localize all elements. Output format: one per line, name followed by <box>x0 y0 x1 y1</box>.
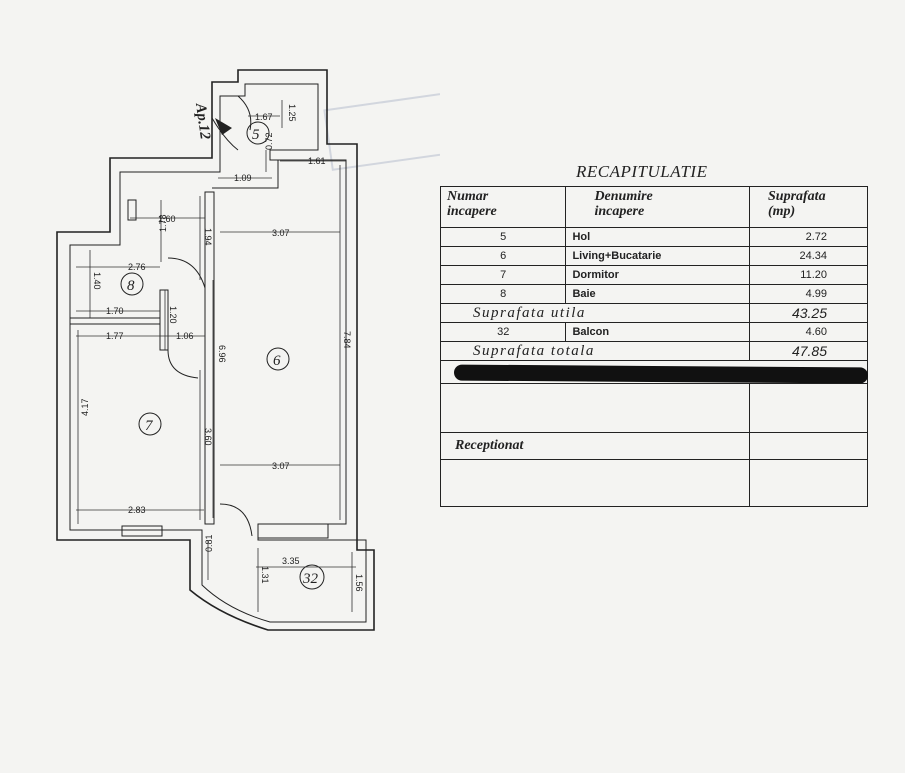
dim-dormitor-side: 3.60 <box>203 428 213 446</box>
balcon-name: Balcon <box>565 322 750 342</box>
recap-table: Numar incapere Denumire incapere Suprafa… <box>439 186 868 507</box>
header-denumire-incapere: incapere <box>594 204 645 219</box>
blank-row <box>440 459 868 507</box>
receptionat-row: Receptionat <box>440 432 868 460</box>
dim-baie-side-height: 1.94 <box>203 228 213 246</box>
balcon-row: 32 Balcon 4.60 <box>439 322 868 342</box>
dim-hol-height: 1.25 <box>287 104 297 122</box>
room-number-dormitor: 7 <box>145 418 154 434</box>
stamp-watermark <box>323 74 440 171</box>
balcon-door-arc <box>219 503 253 537</box>
redaction-bar <box>453 364 869 384</box>
entry-door-arc <box>211 95 252 151</box>
dim-balcon-side: 1.56 <box>354 574 364 592</box>
apartment-label: Ap.12 <box>192 101 213 141</box>
table-row: 8 Baie 4.99 <box>439 284 868 304</box>
dim-dormitor-width: 2.83 <box>128 505 146 515</box>
dim-living-top: 1.61 <box>308 156 326 166</box>
room-number-hol: 5 <box>252 127 260 143</box>
room-number-baie: 8 <box>127 278 135 294</box>
table-row: 5 Hol 2.72 <box>439 227 868 247</box>
dim-baie-upper-height: 1.78 <box>158 214 168 232</box>
outer-wall <box>56 69 375 631</box>
dim-hol-step: 0.72 <box>264 132 274 150</box>
total-label: Suprafata totala <box>440 341 750 361</box>
room-number-balcon: 32 <box>302 571 319 587</box>
dim-balcon-step: 0.81 <box>204 534 214 552</box>
header-numar: Numar <box>447 189 489 204</box>
recap-header-row: Numar incapere Denumire incapere Suprafa… <box>439 186 868 228</box>
dim-living-height: 7.84 <box>342 331 352 349</box>
util-value: 43.25 <box>749 303 868 323</box>
row-nr: 7 <box>439 265 567 285</box>
baie-dormitor-wall <box>69 317 161 325</box>
room-number-living: 6 <box>273 353 281 369</box>
dormitor-door-arc <box>167 349 199 379</box>
dim-entry-width: 1.09 <box>234 173 252 183</box>
balcon-nr: 32 <box>439 322 567 342</box>
header-suprafata-unit: (mp) <box>768 204 796 219</box>
dim-living-width-bottom: 3.07 <box>272 461 290 471</box>
dim-corridor-width: 1.06 <box>176 331 194 341</box>
recap-title: RECAPITULATIE <box>576 162 708 181</box>
blank-row <box>440 383 868 433</box>
row-name: Baie <box>565 284 750 304</box>
partition-wall <box>204 191 215 525</box>
dim-balcon-height: 1.31 <box>260 566 270 584</box>
total-row: Suprafata totala 47.85 <box>440 341 868 361</box>
row-area: 11.20 <box>749 265 868 285</box>
balcon-area: 4.60 <box>749 322 868 342</box>
table-row: 7 Dormitor 11.20 <box>439 265 868 285</box>
floor-plan: Ap.12 5 6 7 8 32 1.67 1.25 0.72 1.09 1.6… <box>56 69 440 631</box>
dim-corridor-height: 1.20 <box>168 306 178 324</box>
receptionat-label: Receptionat <box>440 432 750 460</box>
row-nr: 6 <box>439 246 567 266</box>
row-nr: 8 <box>439 284 567 304</box>
dim-living-mid-height: 6.96 <box>217 345 227 363</box>
dim-baie-width: 2.76 <box>128 262 146 272</box>
dim-dormitor-top-width: 1.77 <box>106 331 124 341</box>
entry-wall <box>212 160 279 189</box>
dim-baie-bottom-width: 1.70 <box>106 306 124 316</box>
dim-dormitor-height: 4.17 <box>80 398 90 416</box>
total-value: 47.85 <box>749 341 868 361</box>
header-denumire: Denumire <box>594 189 653 204</box>
row-name: Hol <box>565 227 750 247</box>
baie-door-arc <box>167 257 206 289</box>
dim-living-width-top: 3.07 <box>272 228 290 238</box>
table-row: 6 Living+Bucatarie 24.34 <box>439 246 868 266</box>
row-area: 2.72 <box>749 227 868 247</box>
dormitor-window <box>121 525 163 537</box>
entry-arrow-icon <box>215 118 232 135</box>
dim-balcon-width: 3.35 <box>282 556 300 566</box>
row-nr: 5 <box>439 227 567 247</box>
dim-baie-top-width: 1.60 <box>158 214 176 224</box>
row-name: Living+Bucatarie <box>565 246 750 266</box>
dim-hol-width: 1.67 <box>255 112 273 122</box>
util-label: Suprafata utila <box>440 303 750 323</box>
inner-wall <box>69 83 367 623</box>
living-window <box>257 523 329 539</box>
row-area: 4.99 <box>749 284 868 304</box>
dim-baie-height: 1.40 <box>92 272 102 290</box>
header-numar-incapere: incapere <box>447 204 497 219</box>
row-area: 24.34 <box>749 246 868 266</box>
row-name: Dormitor <box>565 265 750 285</box>
header-suprafata: Suprafata <box>768 189 826 204</box>
util-row: Suprafata utila 43.25 <box>440 303 868 323</box>
